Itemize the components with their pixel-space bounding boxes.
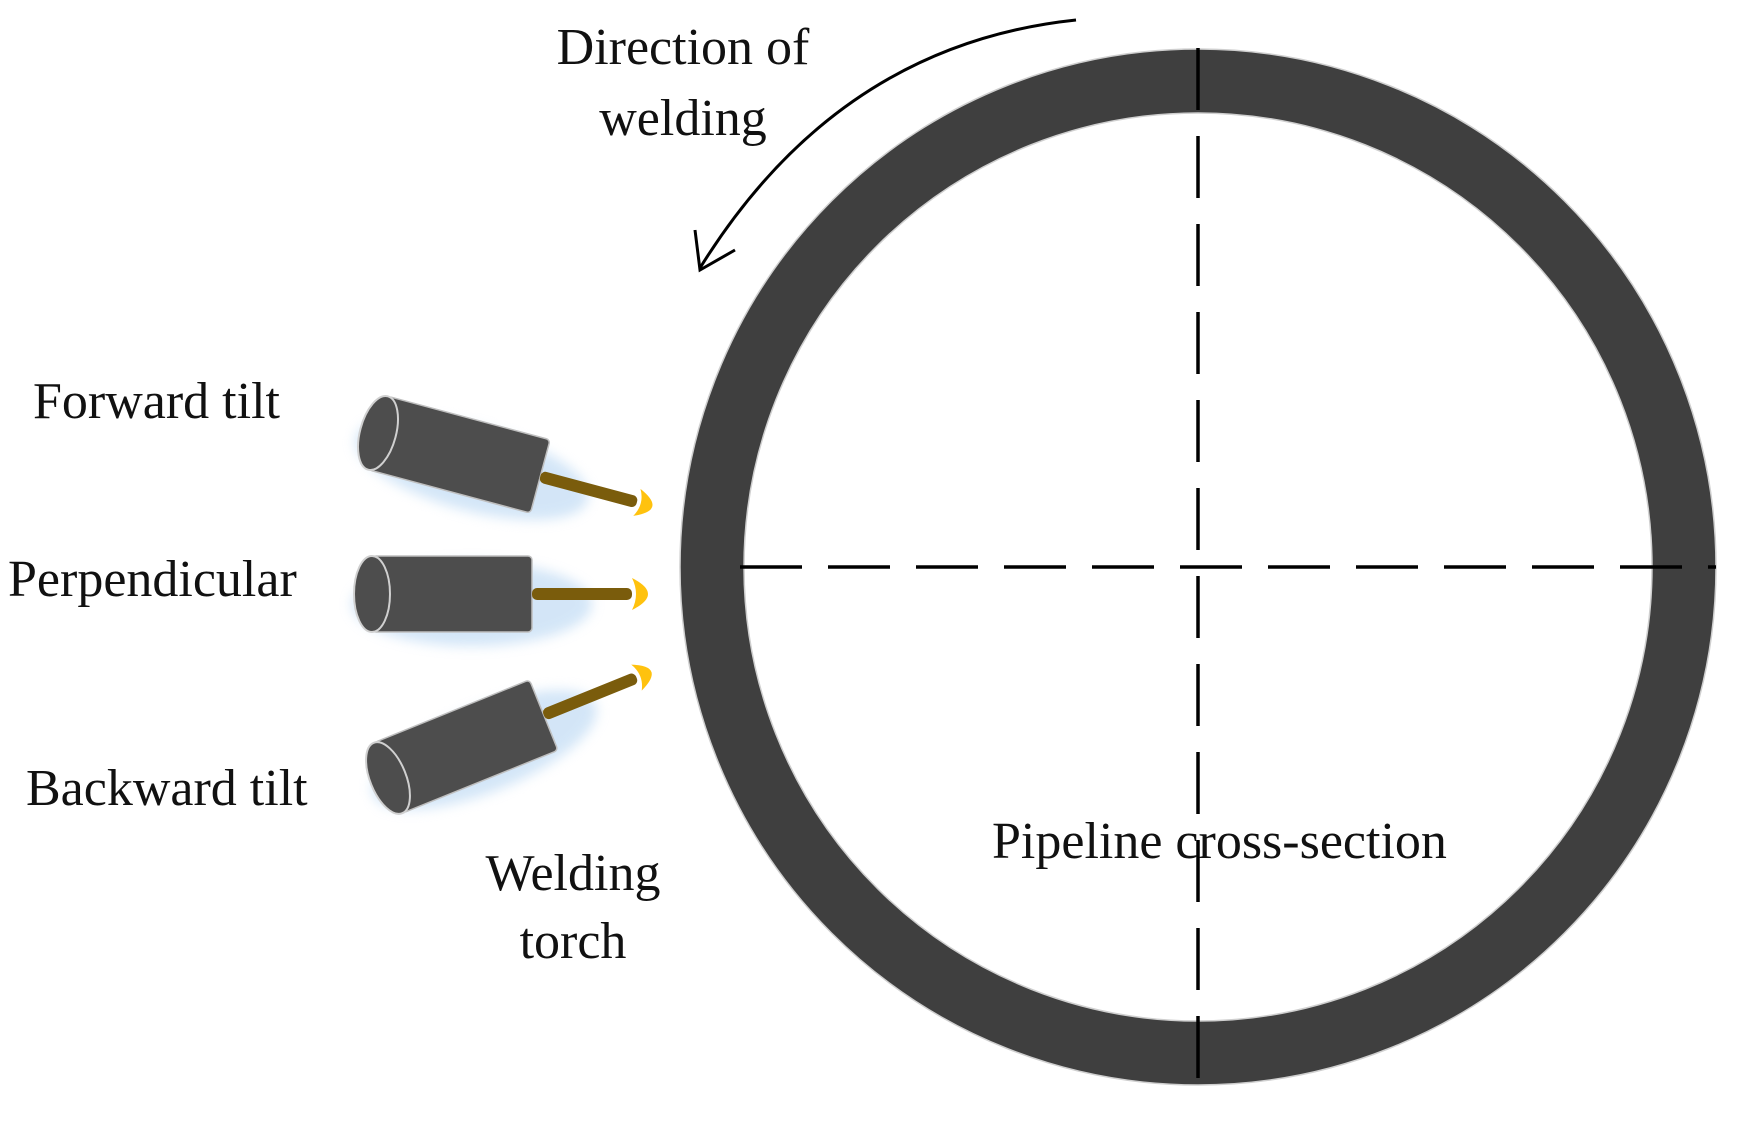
backward-tilt-label: Backward tilt [26, 760, 308, 817]
welding-direction-arrow [693, 18, 1077, 273]
perpendicular-label: Perpendicular [8, 551, 297, 608]
torch-nozzle [539, 471, 638, 508]
direction-label-line1: Direction of [557, 19, 810, 76]
forward-tilt-label: Forward tilt [33, 373, 281, 430]
welding-torch-label-line2: torch [520, 913, 627, 970]
welding-torch-label-line1: Welding [486, 845, 661, 902]
torch-flame [633, 488, 653, 516]
torch-end-cap [353, 555, 391, 633]
direction-label-line2: welding [599, 90, 767, 147]
torch-end-cap [365, 741, 411, 815]
torch-flame [631, 664, 652, 691]
pipeline-cross-section-label: Pipeline cross-section [992, 813, 1447, 870]
center-lines [740, 48, 1716, 1085]
torch-end-cap [357, 395, 399, 471]
torch-perpendicular [352, 555, 648, 646]
torch-nozzle [532, 588, 632, 600]
torch-flame [632, 578, 648, 610]
torch-body [371, 555, 533, 633]
torch-backward-tilt [365, 664, 652, 815]
torch-forward-tilt [355, 395, 653, 520]
direction-arc [698, 18, 1077, 269]
torch-nozzle [543, 673, 638, 720]
direction-arrowhead [693, 229, 736, 273]
